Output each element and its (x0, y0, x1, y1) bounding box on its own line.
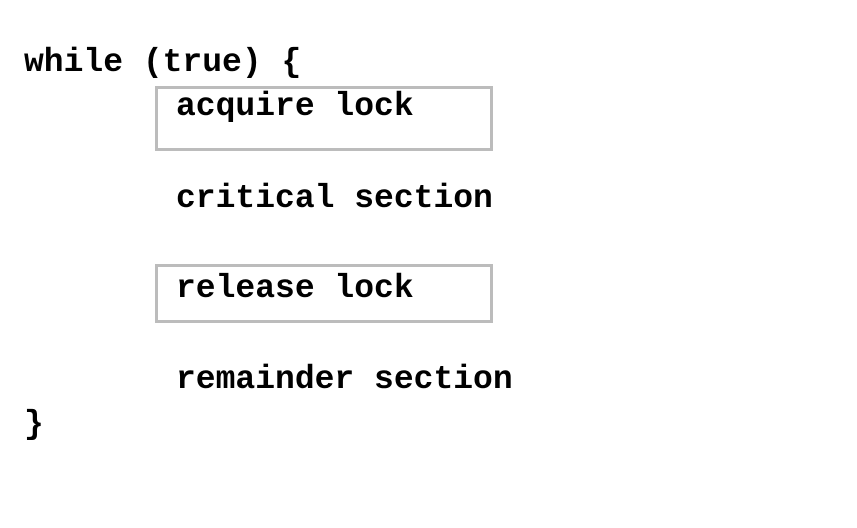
acquire-lock-box (155, 86, 493, 151)
closing-brace: } (24, 406, 44, 443)
loop-header: while (true) { (24, 44, 302, 81)
remainder-section-text: remainder section (176, 361, 513, 398)
critical-section-text: critical section (176, 180, 493, 217)
release-lock-text: release lock (176, 270, 414, 307)
release-lock-box (155, 264, 493, 323)
acquire-lock-text: acquire lock (176, 88, 414, 125)
